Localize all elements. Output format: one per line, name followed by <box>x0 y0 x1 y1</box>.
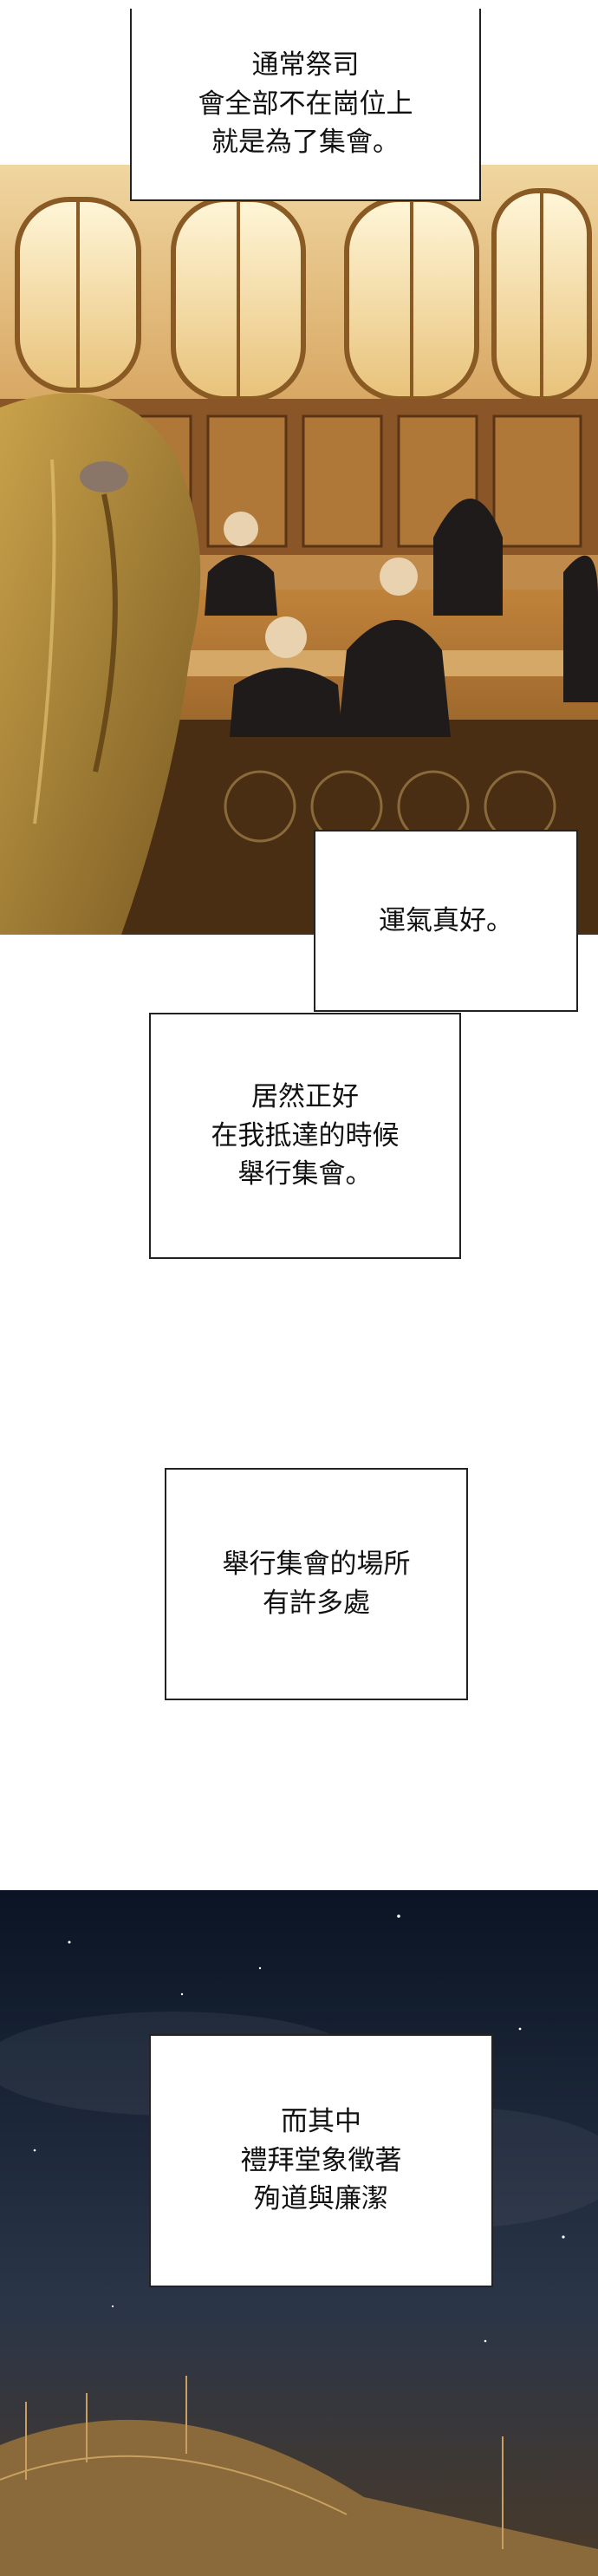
church-interior-panel <box>0 165 598 935</box>
caption-box: 通常祭司 會全部不在崗位上 就是為了集會。 <box>130 9 481 201</box>
caption-box: 而其中 禮拜堂象徵著 殉道與廉潔 <box>149 2034 493 2287</box>
caption-text: 居然正好 在我抵達的時候 舉行集會。 <box>211 1080 400 1190</box>
blonde-figure <box>0 393 201 935</box>
caption-box: 運氣真好。 <box>314 830 578 1012</box>
caption-text: 通常祭司 會全部不在崗位上 就是為了集會。 <box>198 49 413 159</box>
caption-text: 運氣真好。 <box>379 904 513 936</box>
caption-text: 而其中 禮拜堂象徵著 殉道與廉潔 <box>240 2105 402 2215</box>
caption-box: 舉行集會的場所 有許多處 <box>165 1468 468 1700</box>
caption-box: 居然正好 在我抵達的時候 舉行集會。 <box>149 1013 461 1259</box>
priest-figure-icon <box>205 499 598 737</box>
church-illustration <box>0 165 598 935</box>
stained-glass-window-icon <box>15 188 592 401</box>
caption-text: 舉行集會的場所 有許多處 <box>222 1549 411 1619</box>
